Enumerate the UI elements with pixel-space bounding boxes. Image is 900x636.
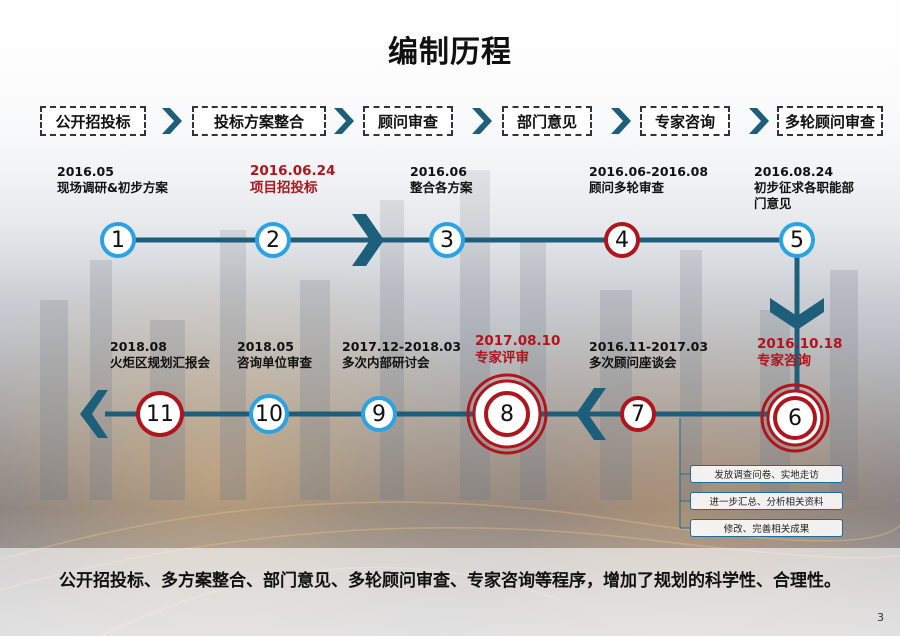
- node-5-desc-line2: 门意见: [754, 196, 792, 211]
- timeline-node-5: 5: [779, 222, 815, 258]
- note-survey: 发放调查问卷、实地走访: [690, 465, 843, 483]
- node-8-desc: 专家评审: [475, 350, 529, 366]
- node-11-date: 2018.08: [110, 339, 167, 354]
- step-box-department-opinion: 部门意见: [502, 106, 592, 136]
- step-box-multi-round-review: 多轮顾问审查: [777, 106, 883, 136]
- node-6-desc: 专家咨询: [757, 353, 811, 369]
- node-8-date: 2017.08.10: [475, 333, 561, 349]
- chevron-right-icon: [749, 108, 769, 134]
- step-box-expert-consult: 专家咨询: [640, 106, 730, 136]
- arrow-left-icon: [80, 390, 108, 438]
- timeline-node-4: 4: [604, 222, 640, 258]
- node-4-desc: 顾问多轮审查: [589, 180, 665, 195]
- node-3-desc: 整合各方案: [410, 180, 473, 195]
- node-2-desc: 项目招投标: [250, 180, 318, 196]
- node-9-date: 2017.12-2018.03: [342, 339, 462, 354]
- timeline-node-10: 10: [249, 394, 289, 434]
- node-7-desc: 多次顾问座谈会: [589, 355, 677, 370]
- timeline-node-7: 7: [620, 396, 656, 432]
- node-5-date: 2016.08.24: [754, 164, 834, 179]
- chevron-right-icon: [162, 108, 182, 134]
- summary-text: 公开招投标、多方案整合、部门意见、多轮顾问审查、专家咨询等程序，增加了规划的科学…: [59, 571, 841, 591]
- chevron-down-icon: [770, 298, 824, 330]
- chevron-left-icon: [576, 388, 606, 440]
- node-11-desc: 火炬区规划汇报会: [110, 355, 211, 370]
- timeline-node-9: 9: [361, 396, 397, 432]
- node-9-desc: 多次内部研讨会: [342, 355, 430, 370]
- timeline-node-11: 11: [136, 391, 184, 437]
- node-4-date: 2016.06-2016.08: [589, 164, 709, 179]
- node-10-desc: 咨询单位审查: [237, 355, 313, 370]
- page-number: 3: [877, 611, 884, 624]
- node-5-desc: 初步征求各职能部: [754, 180, 855, 195]
- node-7-date: 2016.11-2017.03: [589, 339, 709, 354]
- notes-bracket: [679, 418, 690, 529]
- page-title: 编制历程: [388, 35, 512, 70]
- chevron-right-icon: [472, 108, 492, 134]
- node-1-date: 2016.05: [57, 164, 114, 179]
- step-box-consultant-review: 顾问审查: [363, 106, 453, 136]
- chevron-right-icon: [352, 214, 384, 266]
- timeline-node-3: 3: [429, 222, 465, 258]
- timeline-node-6: 6: [773, 396, 817, 440]
- timeline-node-2: 2: [255, 222, 291, 258]
- step-box-bidding: 公开招投标: [40, 106, 146, 136]
- note-analysis: 进一步汇总、分析相关资料: [690, 492, 843, 510]
- node-6-date: 2016.10.18: [757, 336, 843, 352]
- node-6-outer-ring: [760, 383, 830, 453]
- node-3-date: 2016.06: [410, 164, 467, 179]
- chevron-right-icon: [611, 108, 631, 134]
- timeline-node-8: 8: [484, 391, 530, 437]
- node-8-outer-ring: [466, 373, 548, 455]
- node-1-desc: 现场调研&初步方案: [57, 180, 168, 195]
- node-10-date: 2018.05: [237, 339, 294, 354]
- note-revision: 修改、完善相关成果: [690, 519, 843, 537]
- node-2-date: 2016.06.24: [250, 163, 336, 179]
- step-box-integration: 投标方案整合: [192, 106, 326, 136]
- chevron-right-icon: [334, 108, 354, 134]
- timeline-node-1: 1: [100, 222, 136, 258]
